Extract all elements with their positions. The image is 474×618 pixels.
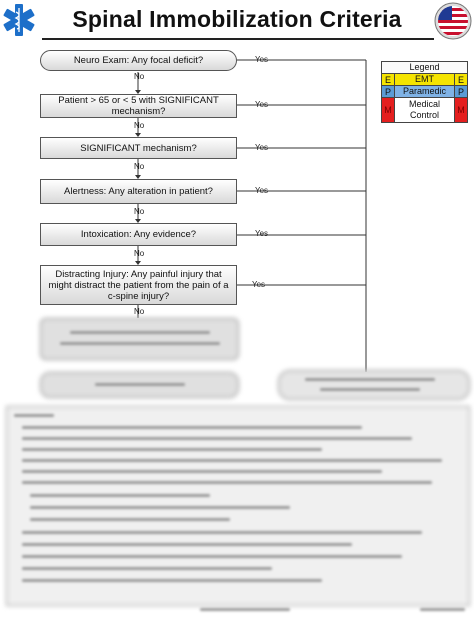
no-label: No: [134, 207, 145, 216]
legend-code: M: [455, 98, 467, 122]
intoxication-step: Intoxication: Any evidence?: [40, 223, 237, 246]
title-divider: [42, 38, 434, 40]
legend: Legend E EMT E P Paramedic P M Medical C…: [381, 61, 468, 123]
legend-row-emt: E EMT E: [382, 73, 467, 85]
legend-label: EMT: [394, 74, 455, 85]
legend-label: Medical Control: [394, 98, 455, 122]
legend-code: E: [382, 74, 394, 85]
yes-label: Yes: [255, 100, 269, 109]
legend-title: Legend: [409, 62, 440, 72]
legend-code: P: [455, 86, 467, 97]
age-mechanism-step: Patient > 65 or < 5 with SIGNIFICANT mec…: [40, 94, 237, 118]
star-of-life-icon: [3, 4, 35, 36]
legend-code: P: [382, 86, 394, 97]
yes-label: Yes: [255, 229, 269, 238]
no-label: No: [134, 249, 145, 258]
yes-label: Yes: [252, 280, 266, 289]
page-title: Spinal Immobilization Criteria: [72, 6, 402, 32]
legend-row-medical-control: M Medical Control M: [382, 97, 467, 122]
no-label: No: [134, 121, 145, 130]
significant-mechanism-step: SIGNIFICANT mechanism?: [40, 137, 237, 159]
alertness-step: Alertness: Any alteration in patient?: [40, 179, 237, 204]
distracting-injury-step: Distracting Injury: Any painful injury t…: [40, 265, 237, 305]
legend-code: E: [455, 74, 467, 85]
yes-label: Yes: [255, 55, 269, 64]
legend-row-paramedic: P Paramedic P: [382, 85, 467, 97]
no-label: No: [134, 162, 145, 171]
legend-label: Paramedic: [394, 86, 455, 97]
neuro-exam-step: Neuro Exam: Any focal deficit?: [40, 50, 237, 71]
yes-label: Yes: [255, 186, 269, 195]
no-label: No: [134, 307, 145, 316]
flag-seal-icon: [434, 2, 472, 40]
yes-label: Yes: [255, 143, 269, 152]
legend-code: M: [382, 98, 394, 122]
no-label: No: [134, 72, 145, 81]
